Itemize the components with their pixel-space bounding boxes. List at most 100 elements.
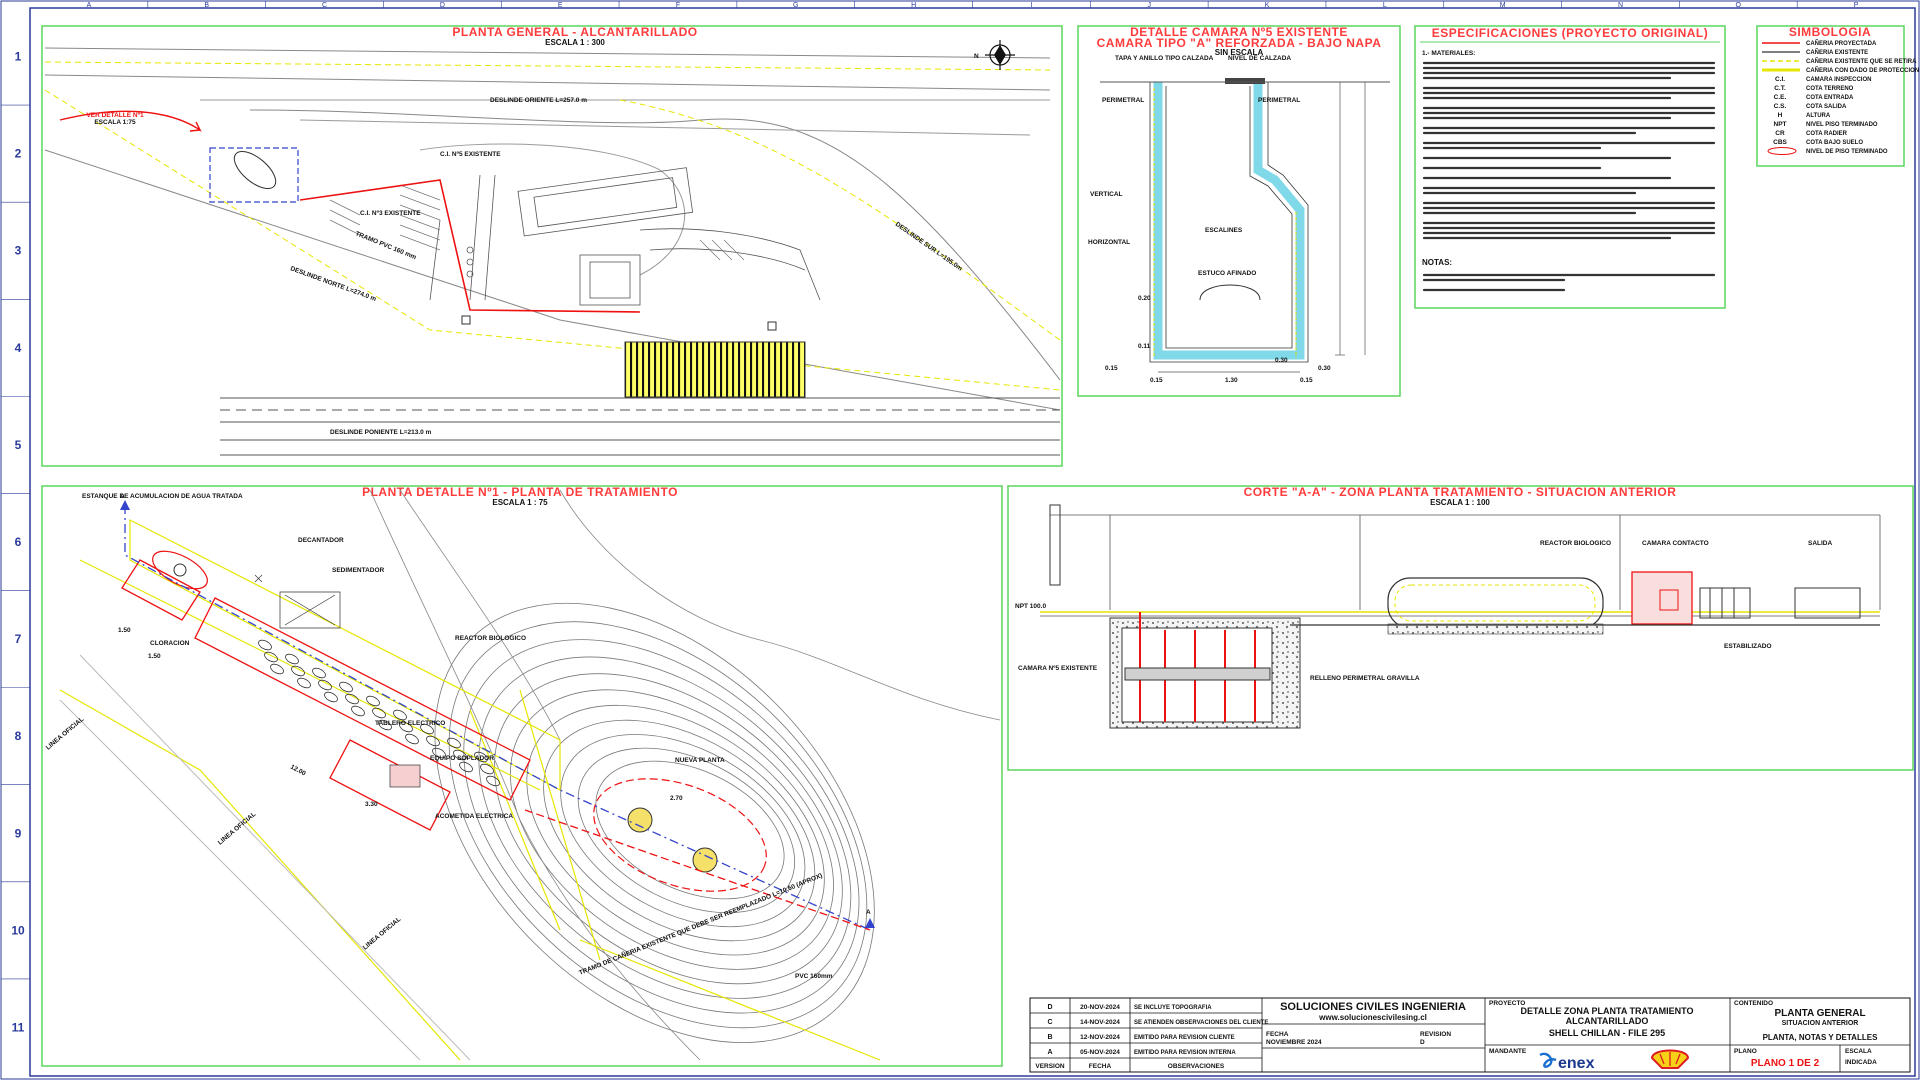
specs-title: ESPECIFICACIONES (PROYECTO ORIGINAL) — [1432, 26, 1708, 40]
callout-arrow — [59, 110, 202, 133]
rev-header-obs: OBSERVACIONES — [1168, 1063, 1225, 1070]
grid-row-label: 2 — [15, 147, 22, 161]
reactor-label: REACTOR BIOLOGICO — [455, 635, 526, 642]
acometida-label: ACOMETIDA ELECTRICA — [435, 813, 513, 820]
legend-text: COTA SALIDA — [1806, 104, 1847, 110]
company-name: SOLUCIONES CIVILES INGENIERIA — [1280, 1001, 1466, 1013]
dim-poniente: DESLINDE PONIENTE L=213.0 m — [330, 429, 432, 436]
legend-text: ALTURA — [1806, 113, 1831, 119]
grid-col-label: H — [911, 2, 916, 9]
legend-code: NPT — [1774, 121, 1787, 128]
canaleta — [1199, 284, 1261, 301]
camara-nivel-label: NIVEL DE CALZADA — [1228, 55, 1291, 62]
plano-value: PLANO 1 DE 2 — [1751, 1058, 1820, 1069]
svg-text:A: A — [120, 493, 125, 500]
revision-code: B — [1047, 1034, 1052, 1041]
revision-desc: EMITIDO PARA REVISION INTERNA — [1134, 1050, 1236, 1056]
camara-tapa-label: TAPA Y ANILLO TIPO CALZADA — [1115, 55, 1214, 62]
camara-dim-7: 0.30 — [1318, 365, 1331, 372]
mandante-label: MANDANTE — [1489, 1048, 1527, 1055]
legend-text: CAÑERIA CON DADO DE PROTECCION — [1806, 67, 1919, 74]
camara-dim-1: 1.30 — [1225, 377, 1238, 384]
legend-npt-icon — [1767, 147, 1797, 155]
legend-code: H — [1778, 112, 1783, 119]
camara-dim-0: 0.15 — [1150, 377, 1163, 384]
grid-row-label: 3 — [15, 244, 22, 258]
rev-value: D — [1420, 1039, 1425, 1046]
diffuser-circles — [258, 639, 500, 787]
revision-desc: SE ATIENDEN OBSERVACIONES DEL CLIENTE — [1134, 1020, 1268, 1026]
nueva-planta-outline — [593, 778, 767, 892]
detalle-dim-0: 1.50 — [118, 627, 131, 634]
panel-planta-detalle: PLANTA DETALLE Nº1 - PLANTA DE TRATAMIEN… — [41, 485, 1003, 1067]
enex-logo-icon: enex — [1539, 1052, 1595, 1072]
shell-logo-icon — [1650, 1049, 1690, 1069]
legend-text: COTA RADIER — [1806, 131, 1848, 137]
svg-text:A: A — [866, 909, 871, 916]
detalle-dim-1: 1.50 — [148, 653, 161, 660]
grid-col-label: B — [204, 2, 209, 9]
legend-code: C.E. — [1774, 94, 1787, 101]
pvc-label: PVC 160mm — [795, 973, 833, 980]
pipe-existing — [299, 179, 641, 313]
revision-date: 05-NOV-2024 — [1080, 1049, 1120, 1056]
camara-label-2: C.I. Nº3 EXISTENTE — [360, 210, 421, 217]
grid-col-label: J — [1147, 2, 1151, 9]
tablero-label: TABLERO ELECTRICO — [375, 720, 445, 727]
revision-date: 14-NOV-2024 — [1080, 1019, 1120, 1026]
detalle-dim-4: 2.70 — [670, 795, 683, 802]
legend-code: C.T. — [1774, 85, 1786, 92]
grid-row-label: 8 — [15, 729, 22, 743]
grid-row-label: 7 — [15, 632, 22, 646]
legend-code: C.I. — [1775, 76, 1785, 83]
camara-perimetral-left: PERIMETRAL — [1102, 97, 1144, 104]
project-line-3: SHELL CHILLAN - FILE 295 — [1549, 1028, 1665, 1038]
plano-label: PLANO — [1734, 1048, 1757, 1055]
legend-text: COTA BAJO SUELO — [1806, 140, 1863, 146]
callout-label: VER DETALLE Nº1 — [86, 112, 144, 119]
camara-dim-3: 0.30 — [1275, 357, 1288, 364]
contenido-label: CONTENIDO — [1734, 1000, 1773, 1007]
legend-text: NIVEL DE PISO TERMINADO — [1806, 149, 1888, 155]
camara-marker-2 — [767, 321, 777, 331]
grid-col-label: C — [322, 2, 327, 9]
rev-header-version: VERSION — [1035, 1063, 1065, 1070]
grid-col-label: A — [87, 2, 92, 9]
grid-col-label: D — [440, 2, 445, 9]
company-web: www.solucionescivilesing.cl — [1318, 1013, 1427, 1022]
decantador-label: DECANTADOR — [298, 537, 344, 544]
grid-row-label: 1 — [15, 50, 22, 64]
tapa-icon — [1225, 78, 1265, 84]
revision-desc: SE INCLUYE TOPOGRAFIA — [1134, 1005, 1212, 1011]
corte-estabilizado-label: ESTABILIZADO — [1724, 643, 1772, 650]
camara-horizontal-label: HORIZONTAL — [1088, 239, 1130, 246]
camara-vertical-label: VERTICAL — [1090, 191, 1123, 198]
nueva-planta-label: NUEVA PLANTA — [675, 757, 725, 764]
grid-col-label: E — [558, 2, 563, 9]
section-line-a: A A — [120, 493, 875, 931]
revision-date: 20-NOV-2024 — [1080, 1004, 1120, 1011]
grid-col-label: F — [676, 2, 680, 9]
project-label: PROYECTO — [1489, 1000, 1525, 1007]
grid-row-label: 4 — [15, 341, 22, 355]
camara-dim-6: 0.15 — [1105, 365, 1118, 372]
camara-title-2: CAMARA TIPO "A" REFORZADA - BAJO NAPA — [1097, 36, 1382, 50]
grid-col-label: N — [1618, 2, 1623, 9]
camara-estuco-label: ESTUCO AFINADO — [1198, 270, 1256, 277]
legend-text: COTA ENTRADA — [1806, 95, 1854, 101]
canopy-hatch — [624, 341, 806, 398]
npt-label: NPT 100.0 — [1015, 603, 1046, 610]
content-line-2: SITUACION ANTERIOR — [1782, 1020, 1859, 1027]
corte-camara-label: CAMARA Nº5 EXISTENTE — [1018, 665, 1098, 672]
fecha-value: NOVIEMBRE 2024 — [1266, 1039, 1322, 1046]
corte-title: CORTE "A-A" - ZONA PLANTA TRATAMIENTO - … — [1244, 485, 1677, 499]
grid-col-label: I — [1030, 2, 1032, 9]
legend-text: CAÑERIA EXISTENTE — [1806, 49, 1868, 56]
camara-title-1: DETALLE CAMARA Nº5 EXISTENTE — [1130, 25, 1348, 39]
sedimentador-label: SEDIMENTADOR — [332, 567, 385, 574]
grid-col-label: M — [1500, 2, 1506, 9]
grid-col-label: L — [1383, 2, 1387, 9]
corte-relleno-label: RELLENO PERIMETRAL GRAVILLA — [1310, 675, 1420, 682]
